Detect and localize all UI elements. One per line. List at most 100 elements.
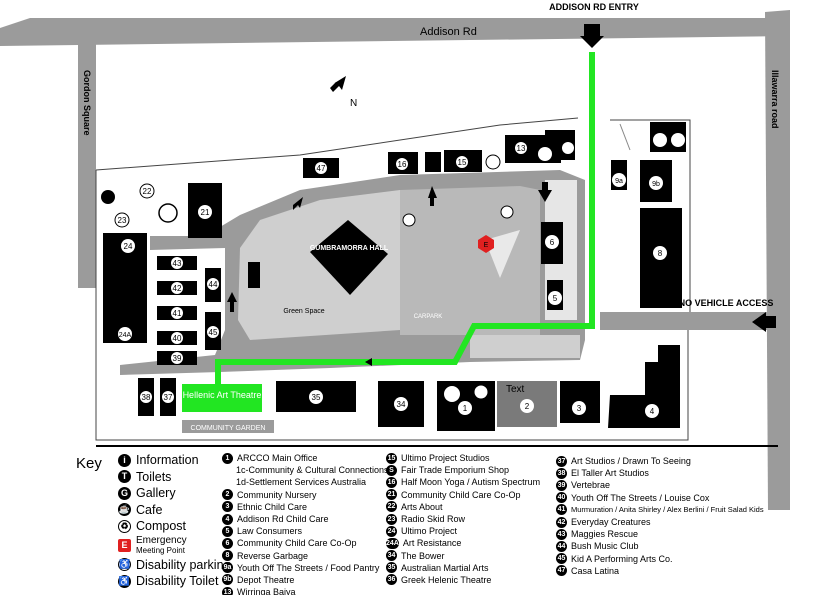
building-number: 24A: [119, 332, 132, 339]
legend-label: El Taller Art Studios: [571, 468, 649, 479]
building-small-green: [248, 262, 260, 288]
legend-label: Law Consumers: [237, 526, 303, 537]
green-space-label: Green Space: [283, 308, 324, 315]
legend-label: Murmuration / Anita Shirley / Alex Berli…: [571, 504, 764, 514]
hall-label: GUMBRAMORRA HALL: [310, 245, 389, 252]
legend-item: 1c-Community & Cultural Connections: [222, 464, 389, 476]
legend-item: 13 Wirringa Baiya: [222, 586, 389, 595]
building-16b: [425, 152, 441, 172]
legend-item: 39 Vertebrae: [556, 479, 764, 491]
flow-arrow-icon: [293, 197, 303, 210]
building-number: 41: [173, 309, 182, 318]
legend-item: S Fair Trade Emporium Shop: [386, 464, 540, 476]
compost-icon: [158, 203, 178, 223]
legend-number: 36: [386, 574, 397, 586]
key-label: Cafe: [136, 502, 163, 517]
compost-icon: ♻: [118, 519, 131, 533]
legend-number: 24A: [386, 537, 399, 549]
legend-label: Reverse Garbage: [237, 550, 309, 561]
legend-item: 38 El Taller Art Studios: [556, 467, 764, 479]
parking-line: [619, 123, 631, 151]
legend-number: 3: [222, 501, 233, 513]
building-number: 42: [173, 284, 182, 293]
theatre-label: Hellenic Art Theatre: [183, 390, 262, 400]
legend-label: Wirringa Baiya: [237, 587, 296, 595]
gordon-square-road: [78, 40, 96, 288]
legend-label: Art Resistance: [402, 538, 462, 549]
building-number: 38: [142, 393, 151, 402]
key-item: ♿Disability parking: [118, 557, 230, 574]
entry-label: ADDISON RD ENTRY: [549, 2, 639, 12]
legend-number: 15: [386, 452, 397, 464]
legend-number: 13: [222, 586, 233, 595]
legend-label: Bush Music Club: [571, 541, 639, 552]
disability-toilet-icon: [653, 133, 667, 147]
legend-label: Maggies Rescue: [571, 529, 639, 540]
emergency-meeting-point-icon: [478, 235, 494, 253]
legend-label: Ultimo Project: [401, 526, 458, 537]
key-item: ♿ Disability Toilet: [118, 573, 230, 590]
disability-parking-icon: ♿: [118, 558, 131, 572]
legend-label: Australian Martial Arts: [401, 562, 489, 573]
building-number: 6: [550, 238, 555, 247]
legend-number: 22: [386, 501, 397, 513]
disability-toilet-icon: ♿: [118, 574, 131, 588]
carpark-area: [400, 186, 540, 335]
north-label: N: [350, 98, 357, 109]
key-label: Disability Toilet: [136, 574, 219, 589]
legend-label: Vertebrae: [571, 480, 611, 491]
legend-label: Youth Off The Streets / Louise Cox: [571, 492, 710, 503]
community-garden: [182, 420, 274, 433]
flow-arrow-icon: [428, 186, 437, 206]
addison-road: [0, 18, 790, 46]
disability-toilet-icon: [473, 384, 489, 400]
legend-number: S: [386, 464, 397, 476]
legend-number: 9b: [222, 574, 233, 586]
shop-icon: [485, 154, 501, 170]
legend-number: 38: [556, 467, 567, 479]
legend-number: 21: [386, 489, 397, 501]
legend-item: 1d-Settlement Services Australia: [222, 476, 389, 488]
legend-label: The Bower: [401, 550, 445, 561]
building-number: 3: [577, 404, 582, 413]
legend-label: Ultimo Project Studios: [401, 453, 490, 463]
site-boundary-top: [95, 117, 579, 171]
legend-number: 47: [556, 565, 567, 577]
key-label-sub: Meeting Point: [136, 545, 185, 555]
legend-label: Kid A Performing Arts Co.: [571, 553, 673, 564]
legend-number: 40: [556, 492, 567, 504]
legend-number: 24: [386, 525, 397, 537]
legend-label: Fair Trade Emporium Shop: [401, 465, 510, 476]
lower-pavement: [470, 335, 580, 358]
legend-item: 24 Ultimo Project: [386, 525, 540, 537]
disability-parking-icon: [500, 205, 514, 219]
text-label: Text: [506, 384, 525, 395]
key-item: ♻Compost: [118, 518, 230, 535]
legend-number: 39: [556, 479, 567, 491]
key-label: Information: [136, 453, 199, 468]
legend-item: 40 Youth Off The Streets / Louise Cox: [556, 492, 764, 504]
building-number: 39: [173, 354, 182, 363]
building-number: 24: [124, 242, 133, 251]
building-number: 16: [398, 160, 407, 169]
legend-label: Community Child Care Co-Op: [401, 489, 521, 500]
toilets-icon: [101, 190, 115, 204]
legend-label: ARCCO Main Office: [237, 453, 318, 463]
building-number: 2: [525, 402, 530, 411]
